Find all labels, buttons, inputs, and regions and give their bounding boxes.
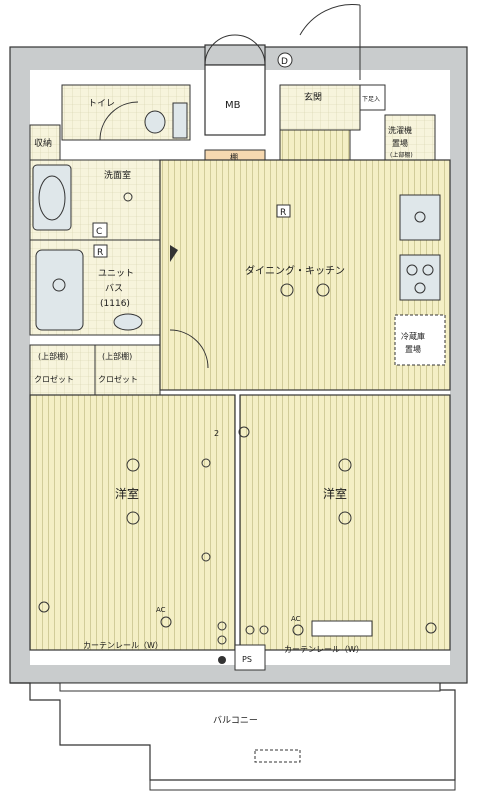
unit-bath-label-1: ユニット [98, 269, 134, 279]
storage-room: 収納 [29, 124, 61, 161]
closet-left-label: クロゼット [34, 374, 74, 384]
outlet-icon-left-3 [38, 601, 50, 613]
light-icon-left-1 [126, 458, 140, 472]
kitchen-sink-icon [399, 194, 441, 241]
ac-right-label: AC [291, 615, 301, 623]
door-d-label: D [281, 57, 288, 67]
light-icon-right-2 [338, 511, 352, 525]
unit-bath-label-2: バス [105, 283, 123, 294]
bathtub-icon [35, 249, 84, 331]
toilet-label: トイレ [88, 99, 115, 109]
curtain-rail-right-label: カーテンレール（W） [284, 645, 364, 654]
western-room-left: 洋室 AC カーテンレール（W） [29, 394, 236, 651]
fridge-label-2: 置場 [405, 344, 421, 354]
meter-box: MB [204, 34, 266, 136]
light-icon-right-1 [338, 458, 352, 472]
storage-label: 収納 [34, 137, 52, 149]
entrance-label: 玄関 [304, 91, 322, 103]
dining-kitchen: ダイニング・キッチン 冷蔵庫 置場 R [159, 159, 451, 391]
ac-outlet-icon-right [292, 624, 304, 636]
arrow-icon [170, 245, 178, 262]
outlet-icon-left-2 [201, 552, 211, 562]
cap-r-label-1: R [97, 248, 103, 258]
toilet-tank-icon [172, 102, 188, 139]
switch-icon-2 [217, 635, 227, 645]
light-icon-left-2 [126, 511, 140, 525]
switch-icon-1 [217, 621, 227, 631]
ac-outlet-icon-left [160, 616, 172, 628]
ac-left-label: AC [156, 606, 166, 614]
ceiling-light-icon-2 [316, 283, 330, 297]
shoe-box-label: 下足入 [362, 96, 380, 103]
balcony: バルコニー [10, 682, 456, 791]
shelf: 棚 [204, 149, 266, 163]
outlet-icon-right-1 [238, 426, 250, 438]
closet-right-label: クロゼット [98, 374, 138, 384]
light-icon [123, 192, 133, 202]
western-room-right: 洋室 2 AC カーテンレール（W） [214, 394, 451, 654]
dining-kitchen-label: ダイニング・キッチン [245, 264, 345, 277]
switch-icon-4 [259, 625, 269, 635]
fridge-label-1: 冷蔵庫 [401, 331, 425, 341]
washer-label-2: 置場 [392, 138, 408, 148]
western-room-left-label: 洋室 [115, 486, 139, 501]
washer-label-1: 洗濯機 [388, 125, 412, 135]
washroom: 洗面室 C [29, 159, 201, 241]
closet-right-top-label: (上部棚) [102, 351, 132, 361]
cap-r-label-2: R [280, 208, 286, 218]
closet-left-top-label: (上部棚) [38, 351, 68, 361]
curtain-rail-left-label: カーテンレール（W） [83, 641, 163, 650]
washer-note: (上部棚) [390, 151, 413, 159]
toilet-room: トイレ [61, 84, 191, 141]
balcony-label: バルコニー [213, 715, 258, 726]
unit-bath-size: (1116) [100, 299, 130, 309]
switch-icon-3 [245, 625, 255, 635]
ps-label: PS [242, 655, 252, 664]
western-room-right-label: 洋室 [323, 486, 347, 501]
shoe-box: 下足入 [359, 84, 386, 111]
shelf-label: 棚 [230, 152, 238, 162]
washroom-label: 洗面室 [104, 169, 131, 181]
entrance: 玄関 D [277, 4, 361, 131]
outlet-icon-right-2 [425, 622, 437, 634]
count-2-label: 2 [214, 429, 219, 438]
outlet-icon-left-1 [201, 458, 211, 468]
cap-c-label: C [96, 227, 102, 237]
ceiling-light-icon [280, 283, 294, 297]
unit-bath: R ユニット バス (1116) [29, 239, 161, 336]
bath-sink-icon [113, 313, 143, 331]
toilet-bowl-icon [144, 110, 166, 134]
mb-label: MB [225, 100, 241, 111]
pipe-space: PS [218, 644, 266, 671]
